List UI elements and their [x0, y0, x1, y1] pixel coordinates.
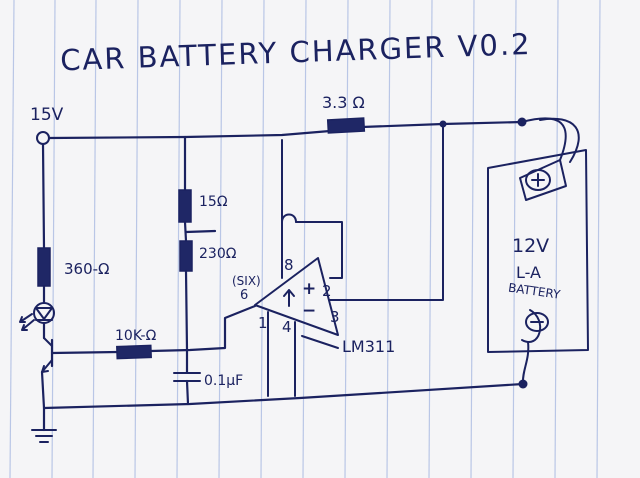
pin2-label: 2: [322, 282, 332, 300]
battery-type-label: L-A: [516, 263, 541, 282]
emitter-wire: [40, 370, 46, 432]
ground-icon: [31, 429, 57, 443]
diagram-title: CAR BATTERY CHARGER V0.2: [60, 27, 532, 77]
divider-resistor-15-label: 15Ω: [199, 194, 228, 210]
capacitor-icon: [173, 372, 201, 382]
ic-label: LM311: [342, 337, 395, 356]
led-resistor-label: 360-Ω: [64, 260, 110, 278]
divider-resistor-230: [179, 240, 193, 272]
base-resistor: [116, 344, 152, 360]
led-resistor: [37, 247, 51, 287]
plus-label: +: [302, 279, 316, 299]
led-diode-icon: [19, 302, 55, 331]
transistor-icon: [41, 321, 54, 373]
battery-voltage-label: 12V: [512, 235, 549, 257]
pin3-label: 3: [330, 308, 340, 326]
top-rail-wire: [47, 129, 332, 140]
pin6-note-label: (SIX): [232, 274, 261, 288]
pin1-label: 1: [258, 314, 268, 332]
battery-icon: [487, 117, 589, 385]
battery-word-label: BATTERY: [507, 281, 562, 302]
capacitor-ground-lead: [185, 379, 190, 406]
pin8-label: 8: [284, 256, 294, 274]
led-branch-wire: [41, 142, 46, 250]
comparator-lm311-icon: [254, 123, 444, 397]
supply-terminal: [36, 131, 50, 145]
pin4-label: 4: [282, 318, 292, 336]
divider-resistor-230-label: 230Ω: [199, 246, 237, 262]
reference-wire: [184, 229, 217, 234]
base-to-comparator-wire: [149, 304, 257, 353]
ground-rail-wire: [42, 382, 525, 410]
series-resistor-label: 3.3 Ω: [322, 93, 365, 112]
capacitor-label: 0.1μF: [204, 373, 243, 389]
divider-bottom-wire: [184, 269, 189, 352]
series-resistor: [326, 117, 366, 134]
divider-resistor-15: [178, 189, 192, 223]
supply-label: 15V: [30, 105, 64, 125]
minus-label: −: [302, 301, 316, 321]
pin6-label: 6: [240, 288, 248, 303]
base-wire: [50, 350, 120, 355]
base-resistor-label: 10K-Ω: [115, 328, 157, 344]
